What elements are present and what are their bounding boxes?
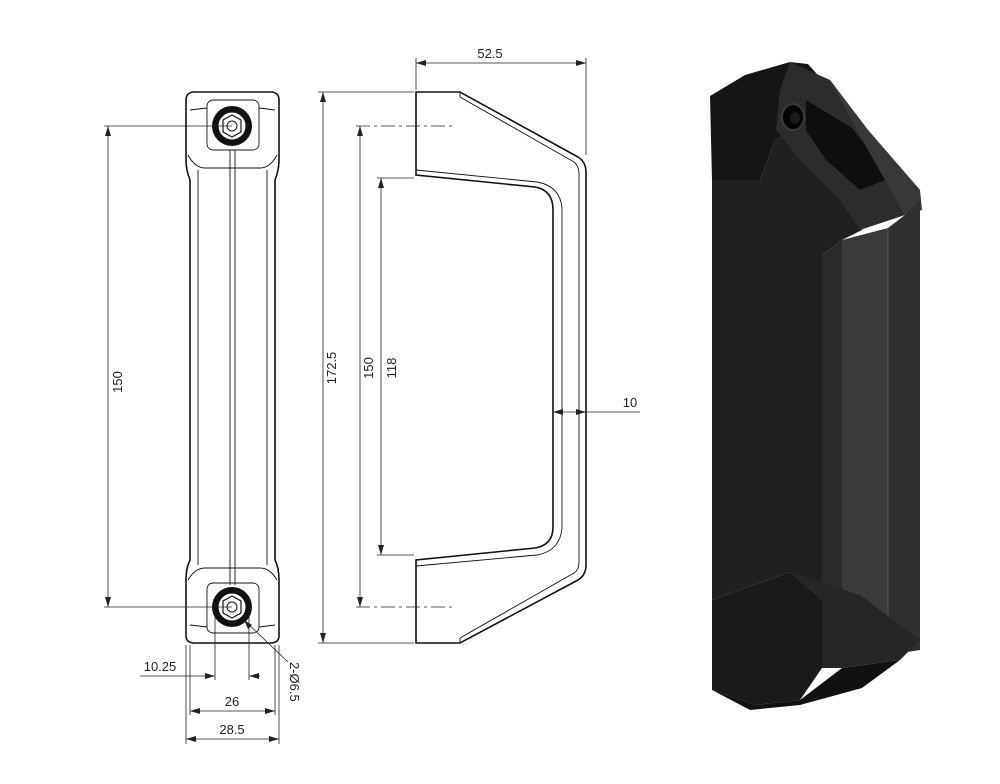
dim-hole-spacing-front: 150 xyxy=(110,371,125,393)
dim-base-width-outer: 28.5 xyxy=(219,722,244,737)
side-view: 52.5 172.5 150 118 10 xyxy=(318,46,640,644)
dim-grip-length: 118 xyxy=(384,358,399,379)
handle-3d-render xyxy=(710,62,922,710)
front-view-outline xyxy=(185,91,280,644)
dim-overall-length: 172.5 xyxy=(324,352,339,385)
dim-overall-depth: 52.5 xyxy=(477,46,502,61)
dim-grip-thickness: 10 xyxy=(623,395,637,410)
front-view: 150 10.25 26 28.5 2-Ø6.5 xyxy=(104,91,302,744)
dim-base-width-inner: 26 xyxy=(225,694,239,709)
dim-hole-offset: 10.25 xyxy=(144,659,177,674)
dim-hole-callout: 2-Ø6.5 xyxy=(287,662,302,702)
dim-hole-spacing-side: 150 xyxy=(361,357,376,379)
side-view-outline xyxy=(415,91,587,644)
